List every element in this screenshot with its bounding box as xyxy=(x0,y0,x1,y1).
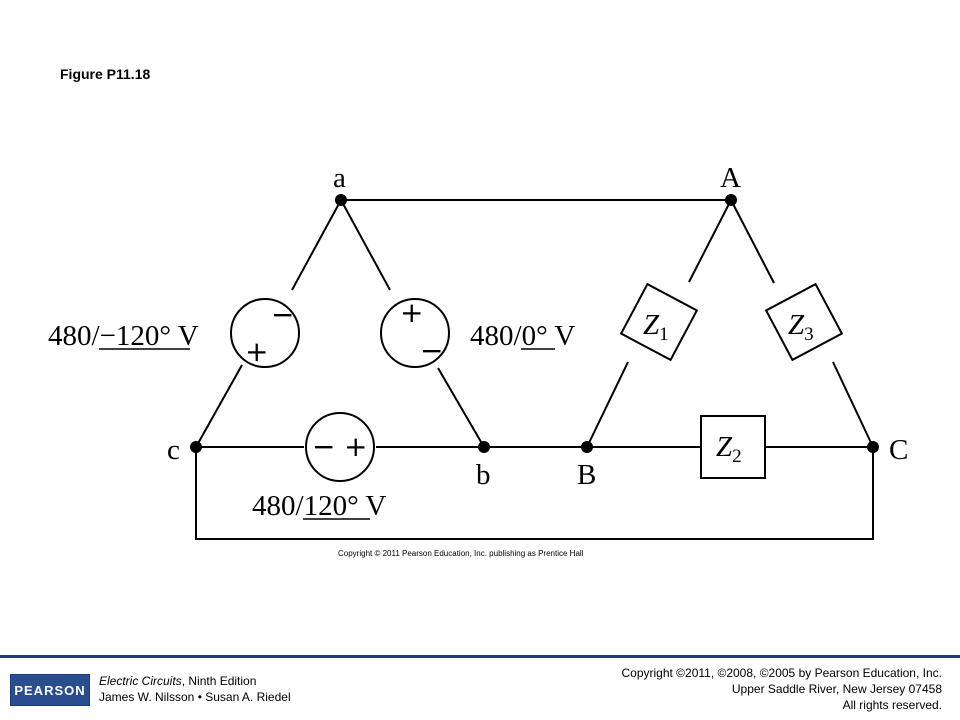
node-dot-a xyxy=(335,194,347,206)
footer-divider xyxy=(0,655,960,658)
book-authors: James W. Nilsson • Susan A. Riedel xyxy=(99,690,291,704)
source-bc-label: 480/120° V xyxy=(252,490,386,522)
node-dot-A xyxy=(725,194,737,206)
source-ca-label: 480/−120° V xyxy=(48,320,199,352)
wire-return-c-C xyxy=(195,447,874,540)
source-ca xyxy=(230,298,300,368)
node-label-A: A xyxy=(720,162,741,194)
source-bc xyxy=(305,412,375,482)
svg-text:Z2: Z2 xyxy=(716,431,742,467)
impedance-z3: Z3 xyxy=(764,282,844,362)
wire-A-z3 xyxy=(730,199,775,284)
wire-ca-source-c xyxy=(195,364,243,448)
book-info: Electric Circuits, Ninth Edition James W… xyxy=(99,673,291,705)
source-ca-bottom-sign: + xyxy=(245,335,268,368)
source-bc-left-sign: − xyxy=(312,430,335,463)
node-label-b: b xyxy=(476,459,491,491)
impedance-z1: Z1 xyxy=(619,282,699,362)
impedance-z2: Z2 xyxy=(700,415,766,479)
wire-a-ca-source xyxy=(291,199,342,291)
publisher-logo: PEARSON xyxy=(10,674,90,706)
book-title: Electric Circuits xyxy=(99,674,182,688)
svg-text:Z1: Z1 xyxy=(643,309,669,345)
source-ab-label: 480/0° V xyxy=(470,320,575,352)
source-bc-right-sign: + xyxy=(344,430,367,463)
book-edition: , Ninth Edition xyxy=(181,674,257,688)
node-dot-B xyxy=(581,441,593,453)
figure-copyright: Copyright © 2011 Pearson Education, Inc.… xyxy=(338,549,584,558)
wires xyxy=(195,199,874,540)
circuit-diagram: − + + − − + Z1 Z3 Z2 a A c b B C 480/−12… xyxy=(48,162,908,558)
source-ab-top-sign: + xyxy=(400,296,423,329)
rights-notice: Copyright ©2011, ©2008, ©2005 by Pearson… xyxy=(621,665,942,713)
source-ab-bottom-sign: − xyxy=(420,334,443,367)
rights-line-2: Upper Saddle River, New Jersey 07458 xyxy=(731,682,942,696)
wire-ab-source-b xyxy=(437,367,485,448)
rights-line-1: Copyright ©2011, ©2008, ©2005 by Pearson… xyxy=(621,666,942,680)
node-dot-b xyxy=(478,441,490,453)
node-dot-c xyxy=(190,441,202,453)
source-ca-top-sign: − xyxy=(271,298,294,331)
rights-line-3: All rights reserved. xyxy=(842,698,942,712)
figure-title: Figure P11.18 xyxy=(60,66,151,82)
node-label-c: c xyxy=(167,434,180,466)
wire-z3-C xyxy=(832,361,874,448)
node-label-a: a xyxy=(333,162,346,194)
wire-z1-B xyxy=(586,361,629,448)
svg-text:Z3: Z3 xyxy=(788,309,814,345)
node-dots xyxy=(190,194,879,453)
wire-A-z1 xyxy=(688,199,732,283)
wire-a-ab-source xyxy=(340,199,391,291)
node-dot-C xyxy=(867,441,879,453)
node-label-C: C xyxy=(889,434,908,466)
node-label-B: B xyxy=(577,459,596,491)
source-ab xyxy=(380,298,450,368)
